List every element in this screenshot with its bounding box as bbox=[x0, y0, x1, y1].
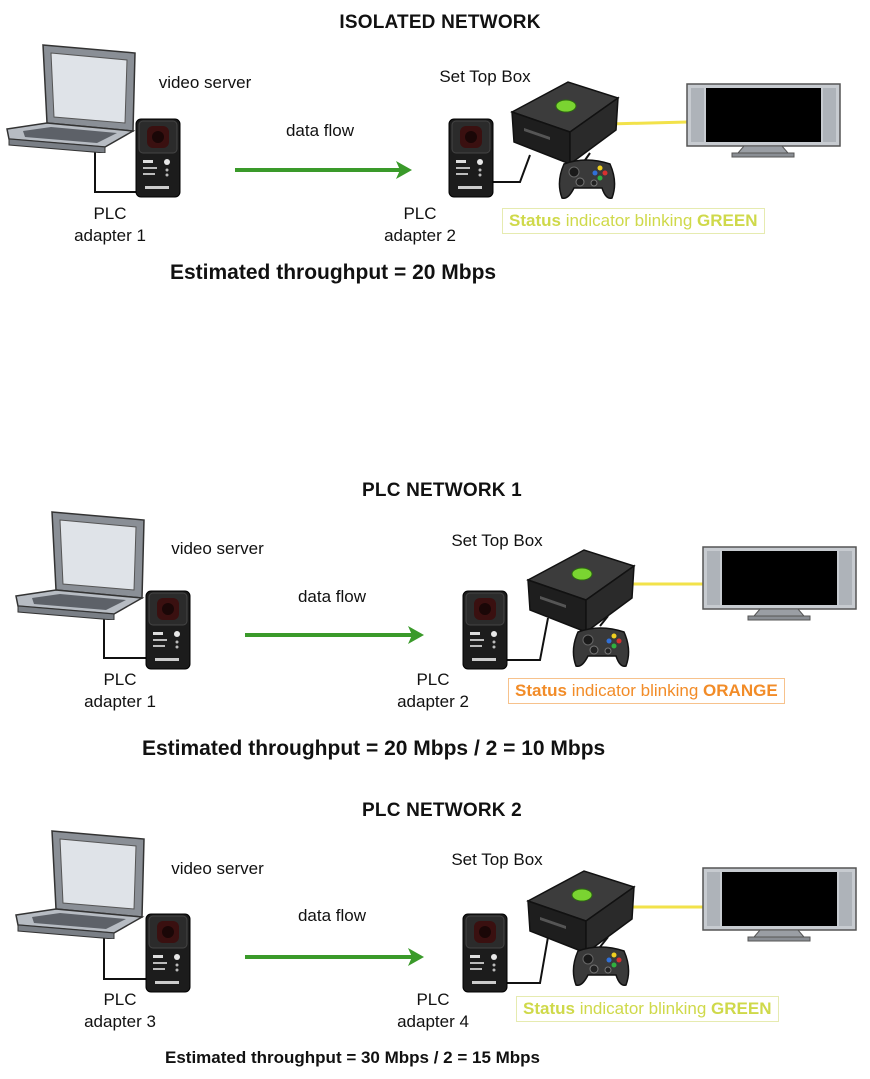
av-cable bbox=[607, 120, 689, 126]
plc-adapter-icon bbox=[462, 913, 508, 993]
plc-adapter-1-label: PLC adapter 1 bbox=[74, 204, 146, 245]
plc-adapter-icon bbox=[135, 118, 181, 198]
data-flow-label: data flow bbox=[297, 587, 367, 606]
throughput-label: Estimated throughput = 20 Mbps bbox=[170, 261, 497, 284]
diagram-panel-plc-network-2: PLC NETWORK 2 video server data flow Set… bbox=[0, 797, 870, 1079]
diagram-panel-isolated-network: ISOLATED NETWORK video server data flow … bbox=[0, 0, 870, 300]
tv-icon bbox=[702, 867, 857, 942]
set-top-box-label: Set Top Box bbox=[451, 850, 543, 869]
plc-adapter-icon bbox=[462, 590, 508, 670]
arrow-head-icon bbox=[396, 161, 412, 179]
plc-adapter-2-label: PLC adapter 2 bbox=[384, 204, 456, 245]
gamepad-icon bbox=[570, 620, 632, 670]
plc-adapter-1-label: PLC adapter 1 bbox=[84, 670, 156, 711]
connection-lines bbox=[94, 120, 689, 193]
plc-adapter-icon bbox=[145, 913, 191, 993]
video-server-label: video server bbox=[171, 859, 264, 878]
tv-icon bbox=[702, 546, 857, 621]
tv-icon bbox=[686, 83, 841, 158]
status-indicator-note: Status indicator blinking GREEN bbox=[516, 996, 779, 1022]
pad-cable bbox=[599, 936, 609, 948]
connection-lines bbox=[103, 582, 704, 661]
gamepad-icon bbox=[556, 152, 618, 202]
diagram-panel-plc-network-1: PLC NETWORK 1 video server data flow Set… bbox=[0, 470, 870, 770]
gamepad-icon bbox=[570, 939, 632, 989]
plc-adapter-2-label: PLC adapter 2 bbox=[397, 670, 469, 711]
arrow-head-icon bbox=[408, 948, 424, 966]
arrow-head-icon bbox=[408, 626, 424, 644]
panel-title: ISOLATED NETWORK bbox=[339, 12, 541, 33]
set-top-box-label: Set Top Box bbox=[439, 67, 531, 86]
set-top-box-label: Set Top Box bbox=[451, 531, 543, 550]
plc-adapter-icon bbox=[145, 590, 191, 670]
pad-cable bbox=[599, 615, 609, 627]
plc-adapter-4-label: PLC adapter 4 bbox=[397, 990, 469, 1031]
lan-cable bbox=[94, 138, 145, 193]
throughput-label: Estimated throughput = 20 Mbps / 2 = 10 … bbox=[142, 737, 606, 760]
status-indicator-note: Status indicator blinking GREEN bbox=[502, 208, 765, 234]
panel-title: PLC NETWORK 1 bbox=[362, 480, 522, 501]
data-flow-label: data flow bbox=[297, 906, 367, 925]
video-server-label: video server bbox=[171, 539, 264, 558]
video-server-label: video server bbox=[158, 73, 252, 92]
throughput-label: Estimated throughput = 30 Mbps / 2 = 15 … bbox=[165, 1048, 541, 1067]
lan-cable bbox=[103, 608, 146, 659]
status-indicator-note: Status indicator blinking ORANGE bbox=[508, 678, 785, 704]
plc-adapter-icon bbox=[448, 118, 494, 198]
data-flow-label: data flow bbox=[285, 121, 355, 140]
plc-adapter-3-label: PLC adapter 3 bbox=[84, 990, 156, 1031]
laptop-icon bbox=[5, 43, 140, 153]
lan-cable bbox=[103, 929, 146, 980]
laptop-icon bbox=[14, 829, 149, 939]
panel-title: PLC NETWORK 2 bbox=[362, 800, 522, 821]
laptop-icon bbox=[14, 510, 149, 620]
